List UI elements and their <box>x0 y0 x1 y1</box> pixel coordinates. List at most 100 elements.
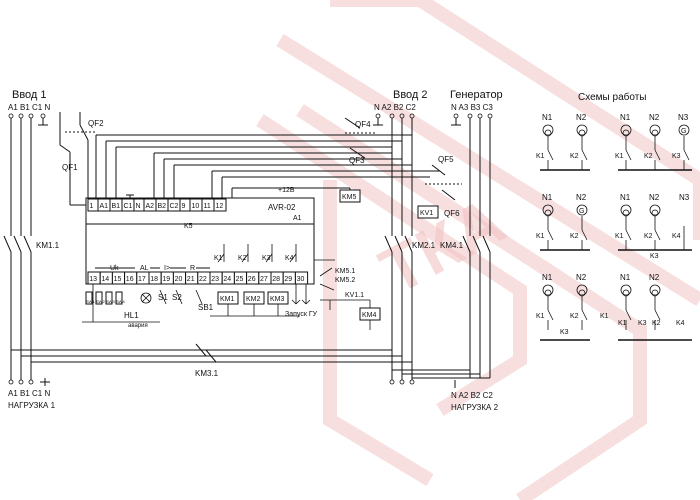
contact-label: K3 <box>638 320 647 327</box>
coil-km2: KM2 <box>246 296 261 303</box>
svg-text:K4: K4 <box>285 255 294 262</box>
contact-blade <box>581 309 588 321</box>
kv1-coil <box>417 205 439 219</box>
terminal-bottom-label: 13 <box>89 276 97 283</box>
contact-label: K1 <box>600 313 609 320</box>
contact-label: K2 <box>652 320 661 327</box>
contact-blade <box>547 309 554 321</box>
contact-label: K1 <box>536 153 545 160</box>
terminal-bottom-label: 15 <box>114 276 122 283</box>
contact-label: K3 <box>560 329 569 336</box>
source-label: N1 <box>620 113 631 122</box>
terminal-top-label: N <box>136 203 141 210</box>
contact-label: K2 <box>644 233 653 240</box>
km52-label: KM5.2 <box>335 277 355 284</box>
qf5-label: QF5 <box>438 155 454 164</box>
sw4-label: SW4 <box>116 299 125 304</box>
source-label: N1 <box>620 193 631 202</box>
generator-lines <box>392 113 493 379</box>
contact-label: K1 <box>615 153 624 160</box>
supply-label: +12В <box>278 187 295 194</box>
terminal-top-label: 9 <box>182 203 186 210</box>
km4-label: KM4 <box>362 312 377 319</box>
contact-label: K3 <box>650 253 659 260</box>
contact-label: K1 <box>615 233 624 240</box>
terminal-bottom-label: 17 <box>138 276 146 283</box>
vvod1-phases: A1 B1 C1 N <box>8 103 50 112</box>
terminal-top-label: C1 <box>124 203 133 210</box>
qf3-label: QF3 <box>349 156 365 165</box>
transformer-symbol <box>620 284 632 296</box>
generator-title: Генератор <box>450 89 503 101</box>
transformer-symbol <box>649 284 661 296</box>
source-label: N2 <box>576 273 587 282</box>
load2-label: НАГРУЗКА 2 <box>451 403 499 412</box>
transformer-symbol <box>542 204 554 216</box>
vvod2-title: Ввод 2 <box>393 89 428 101</box>
transformer-symbol <box>576 124 588 136</box>
terminal-bottom-label: 18 <box>150 276 158 283</box>
generator-glyph: G <box>681 128 686 135</box>
terminal-bottom-label: 23 <box>211 276 219 283</box>
qf1-breaker <box>59 112 95 205</box>
terminal-bottom-label: 25 <box>236 276 244 283</box>
vvod2-phases: N A2 B2 C2 <box>374 103 416 112</box>
terminal-bottom-label: 21 <box>187 276 195 283</box>
contact-blade <box>654 149 661 161</box>
avr-designation: A1 <box>293 215 302 222</box>
vvod1-lines <box>3 113 50 386</box>
terminal-bottom-label: 24 <box>223 276 231 283</box>
schemes-panel: N1K1N2K2N1K1N2K2N3GK3N1K1N2GK2N1K1N2K2N3… <box>536 113 692 341</box>
contact-label: K2 <box>644 153 653 160</box>
km5-coil <box>339 189 361 203</box>
terminal-bottom <box>294 271 309 285</box>
schemes-title: Схемы работы <box>578 91 646 103</box>
km5-label: KM5 <box>342 194 357 201</box>
contact-label: K4 <box>672 233 681 240</box>
load1-label: НАГРУЗКА 1 <box>8 401 56 410</box>
generator-glyph: G <box>579 208 584 215</box>
s2-label: S2 <box>172 293 182 302</box>
contact-blade <box>654 229 661 241</box>
contact-label: K2 <box>570 153 579 160</box>
transformer-symbol <box>649 124 661 136</box>
transformer-symbol <box>620 124 632 136</box>
svg-text:K1: K1 <box>214 255 223 262</box>
km31-line <box>11 343 412 363</box>
contact-blade <box>547 149 554 161</box>
svg-text:K3: K3 <box>262 255 271 262</box>
contact-blade <box>547 229 554 241</box>
generator-phases: N A3 B3 C3 <box>451 103 493 112</box>
generator-symbol <box>576 204 588 216</box>
source-label: N2 <box>649 113 660 122</box>
contact-blade <box>625 149 632 161</box>
terminal-bottom-label: 20 <box>175 276 183 283</box>
terminal-top-label: 10 <box>192 203 200 210</box>
r-label: R <box>190 265 195 272</box>
generator-symbol <box>678 124 690 136</box>
source-label: N1 <box>542 113 553 122</box>
transformer-symbol <box>542 284 554 296</box>
sw3-label: SW3 <box>106 299 115 304</box>
terminal-bottom-label: 22 <box>199 276 207 283</box>
contact-label: K4 <box>676 320 685 327</box>
qf2-label: QF2 <box>88 119 104 128</box>
sw2-label: SW2 <box>96 299 105 304</box>
transformer-symbol <box>542 124 554 136</box>
contact-label: K2 <box>570 233 579 240</box>
kv1-label: KV1 <box>420 210 433 217</box>
contact-blade <box>625 309 632 321</box>
km31-label: KM3.1 <box>195 369 219 378</box>
control-wiring <box>82 284 311 323</box>
coil-km3: KM3 <box>270 296 285 303</box>
transformer-symbol <box>620 204 632 216</box>
relay-contacts: K1 K2 K3 K4 <box>214 244 297 263</box>
terminal-bottom-label: 28 <box>272 276 280 283</box>
qf6-label: QF6 <box>444 209 460 218</box>
kv11-label: KV1.1 <box>345 292 364 299</box>
km11-label: KM1.1 <box>36 241 60 250</box>
load1-phases: A1 B1 C1 N <box>8 389 50 398</box>
contact-blade <box>581 149 588 161</box>
source-label: N1 <box>542 273 553 282</box>
